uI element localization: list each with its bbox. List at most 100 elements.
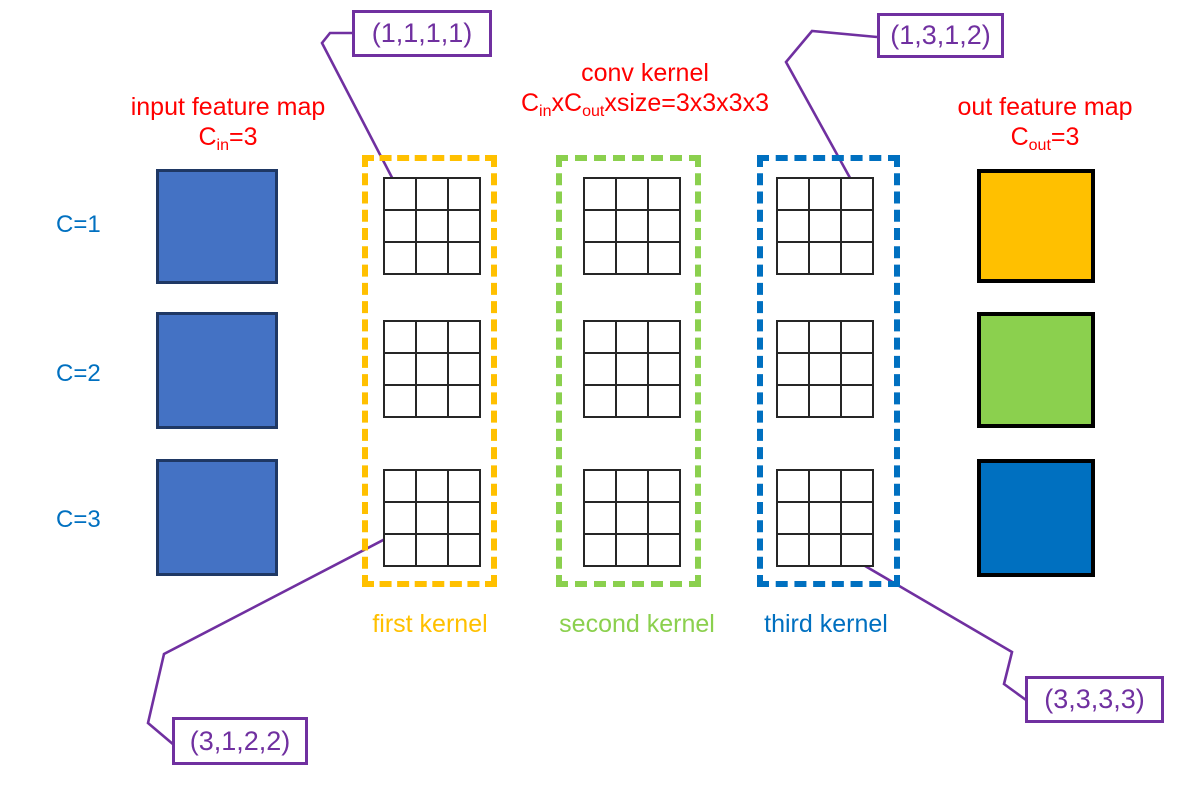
kernel-cell xyxy=(810,243,842,275)
input-title-line2: Cin=3 xyxy=(198,123,258,154)
kernel-grid-third-c1 xyxy=(776,177,874,275)
kernel-cell xyxy=(810,322,842,354)
channel-label-3: C=3 xyxy=(56,506,101,533)
kernel-grid-first-c2 xyxy=(383,320,481,418)
kernel-cell xyxy=(417,503,449,535)
callout-bottom-right: (3,3,3,3) xyxy=(1025,676,1164,723)
kernel-cell xyxy=(778,354,810,386)
kernel-cell xyxy=(810,211,842,243)
kernel-cell xyxy=(617,354,649,386)
kernel-cell xyxy=(385,503,417,535)
input-feature-map-2 xyxy=(156,312,278,429)
channel-label-2: C=2 xyxy=(56,360,101,387)
kernel-cell xyxy=(417,354,449,386)
kernel-cell xyxy=(778,243,810,275)
kernel-cell xyxy=(585,471,617,503)
kernel-cell xyxy=(810,179,842,211)
kernel-cell xyxy=(449,535,481,567)
kernel-cell xyxy=(617,243,649,275)
input-feature-map-1 xyxy=(156,169,278,284)
kernel-grid-second-c2 xyxy=(583,320,681,418)
kernel-cell xyxy=(810,386,842,418)
kernel-cell xyxy=(385,535,417,567)
kernel-cell xyxy=(385,211,417,243)
kernel-cell xyxy=(778,179,810,211)
conv-kernel-title: conv kernel CinxCoutxsize=3x3x3x3 xyxy=(495,58,795,122)
kernel-cell xyxy=(649,535,681,567)
kernel-title-formula: CinxCoutxsize=3x3x3x3 xyxy=(520,89,769,120)
kernel-cell xyxy=(417,386,449,418)
kernel-cell xyxy=(585,322,617,354)
kernel-cell xyxy=(810,354,842,386)
kernel-cell xyxy=(449,386,481,418)
kernel-cell xyxy=(417,179,449,211)
kernel-cell xyxy=(617,322,649,354)
kernel-cell xyxy=(810,535,842,567)
kernel-cell xyxy=(649,243,681,275)
channel-label-1: C=1 xyxy=(56,211,101,238)
kernel-cell xyxy=(585,386,617,418)
kernel-cell xyxy=(842,386,874,418)
kernel-caption-second: second kernel xyxy=(559,610,715,638)
kernel-cell xyxy=(585,354,617,386)
kernel-cell xyxy=(778,211,810,243)
kernel-cell xyxy=(810,503,842,535)
kernel-grid-second-c3 xyxy=(583,469,681,567)
kernel-cell xyxy=(385,386,417,418)
kernel-caption-first: first kernel xyxy=(372,610,488,638)
kernel-cell xyxy=(585,503,617,535)
input-feature-map-title: input feature map Cin=3 xyxy=(118,92,338,156)
kernel-cell xyxy=(417,243,449,275)
output-feature-map-1 xyxy=(977,169,1095,283)
kernel-group-third xyxy=(757,155,900,587)
kernel-cell xyxy=(842,354,874,386)
kernel-cell xyxy=(617,386,649,418)
kernel-cell xyxy=(649,354,681,386)
kernel-cell xyxy=(449,471,481,503)
kernel-cell xyxy=(585,243,617,275)
output-feature-map-3 xyxy=(977,459,1095,577)
kernel-cell xyxy=(842,243,874,275)
kernel-grid-third-c3 xyxy=(776,469,874,567)
kernel-cell xyxy=(778,322,810,354)
kernel-cell xyxy=(842,322,874,354)
kernel-cell xyxy=(585,211,617,243)
kernel-cell xyxy=(617,179,649,211)
output-title-line1: out feature map xyxy=(957,93,1133,121)
kernel-grid-first-c3 xyxy=(383,469,481,567)
kernel-group-second xyxy=(556,155,701,587)
kernel-grid-first-c1 xyxy=(383,177,481,275)
kernel-cell xyxy=(617,471,649,503)
kernel-cell xyxy=(449,503,481,535)
callout-top-left: (1,1,1,1) xyxy=(352,10,492,57)
output-title-line2: Cout=3 xyxy=(1010,123,1080,154)
callout-bottom-left: (3,1,2,2) xyxy=(172,717,308,765)
kernel-cell xyxy=(449,211,481,243)
kernel-cell xyxy=(385,471,417,503)
kernel-caption-third: third kernel xyxy=(764,610,888,638)
kernel-cell xyxy=(778,471,810,503)
kernel-cell xyxy=(649,503,681,535)
output-feature-map-title: out feature map Cout=3 xyxy=(930,92,1160,156)
kernel-cell xyxy=(810,471,842,503)
kernel-cell xyxy=(585,179,617,211)
input-title-line1: input feature map xyxy=(130,93,326,121)
kernel-cell xyxy=(778,503,810,535)
kernel-cell xyxy=(649,322,681,354)
kernel-grid-second-c1 xyxy=(583,177,681,275)
output-feature-map-2 xyxy=(977,312,1095,428)
kernel-cell xyxy=(449,322,481,354)
kernel-cell xyxy=(778,386,810,418)
kernel-cell xyxy=(649,179,681,211)
kernel-cell xyxy=(842,179,874,211)
kernel-group-first xyxy=(362,155,497,587)
kernel-title-line1: conv kernel xyxy=(581,59,709,87)
kernel-cell xyxy=(778,535,810,567)
kernel-cell xyxy=(617,211,649,243)
kernel-grid-third-c2 xyxy=(776,320,874,418)
input-feature-map-3 xyxy=(156,459,278,576)
kernel-cell xyxy=(417,322,449,354)
kernel-cell xyxy=(617,535,649,567)
kernel-cell xyxy=(385,354,417,386)
